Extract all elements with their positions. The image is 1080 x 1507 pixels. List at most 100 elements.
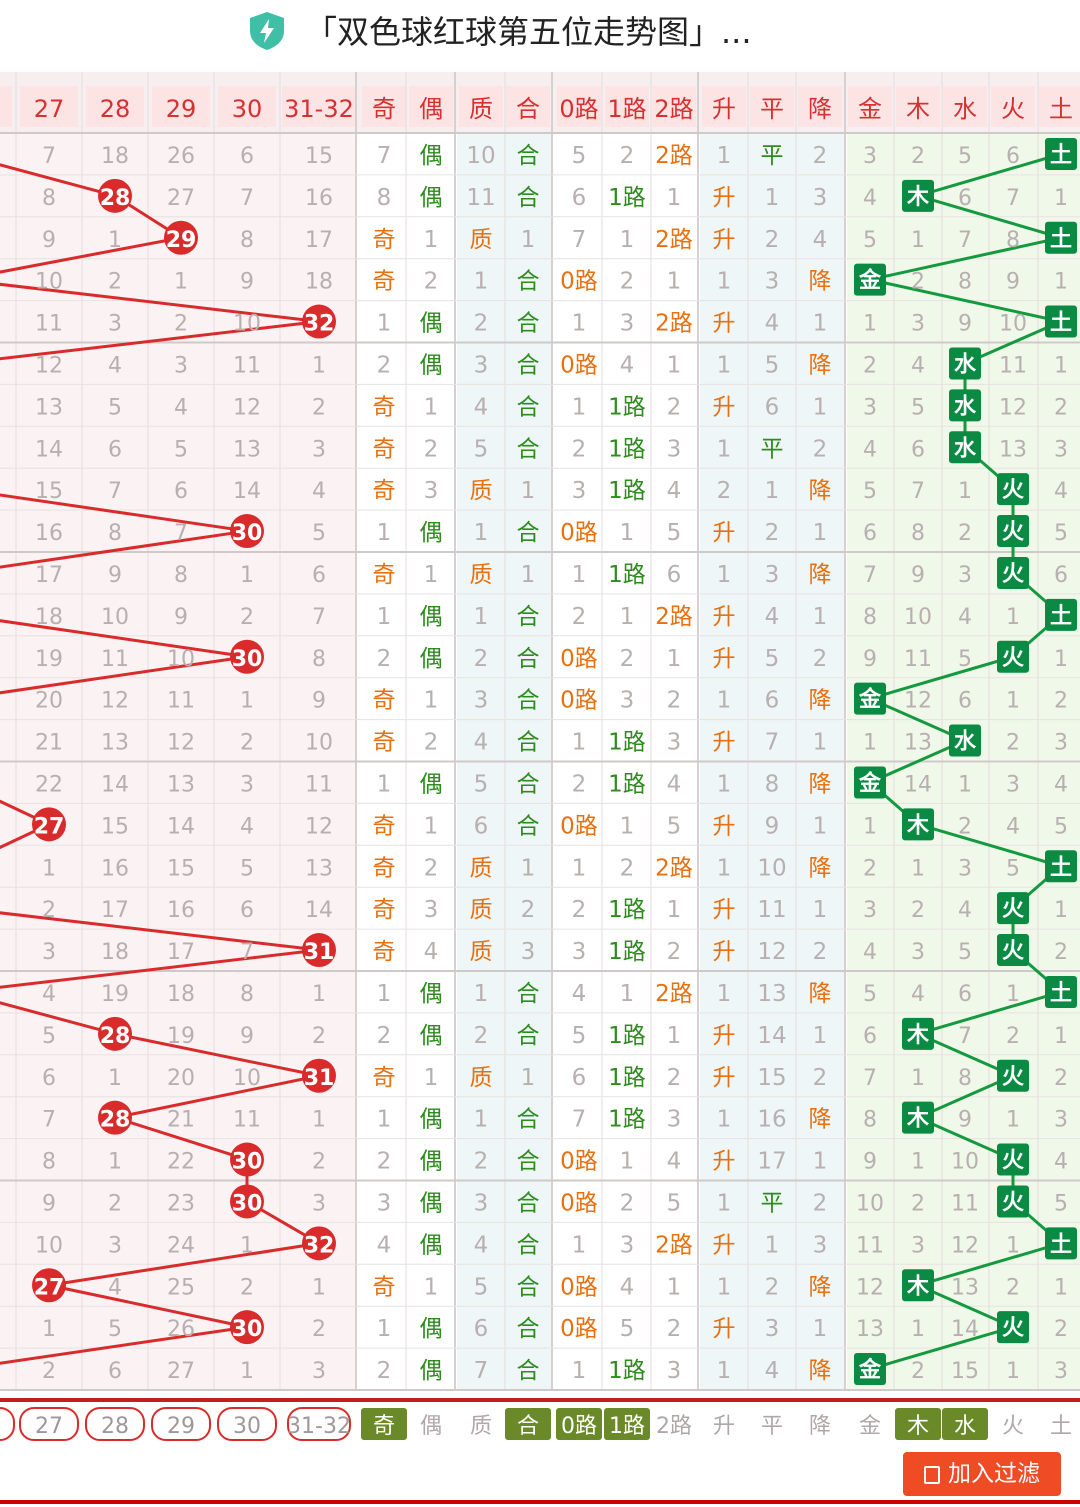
- filter-add-icon: [924, 1466, 940, 1484]
- miss-count: 18: [101, 144, 129, 169]
- trend-cell: 1: [717, 1107, 732, 1133]
- miss-count: 3: [312, 1191, 326, 1216]
- miss-count: 8: [174, 563, 188, 588]
- footer-filter-label: 土: [1050, 1414, 1072, 1439]
- odd-even-cell: 奇: [373, 436, 396, 462]
- red-ball: [230, 514, 264, 549]
- red-ball: [302, 304, 336, 339]
- odd-even-cell: 偶: [420, 143, 443, 169]
- road-cell: 3: [620, 311, 635, 337]
- trend-cell: 1: [813, 1149, 828, 1175]
- five-element-miss: 3: [911, 312, 925, 337]
- header-label-jo: 奇: [372, 95, 396, 123]
- five-element-miss: 2: [911, 1191, 925, 1216]
- road-cell: 1: [620, 520, 635, 546]
- road-cell: 4: [620, 1274, 635, 1300]
- five-element-label: 土: [1050, 143, 1072, 168]
- road-cell: 1路: [608, 1065, 646, 1091]
- prime-composite-cell: 2: [474, 311, 489, 337]
- trend-cell: 降: [809, 981, 832, 1007]
- miss-count: 16: [305, 186, 333, 211]
- header-label-num: 28: [100, 95, 131, 123]
- five-element-miss: 5: [1054, 521, 1068, 546]
- trend-cell: 升: [713, 1232, 736, 1258]
- road-cell: 6: [667, 562, 682, 588]
- trend-cell: 升: [713, 1065, 736, 1091]
- five-element-miss: 12: [856, 1275, 884, 1300]
- odd-even-cell: 奇: [373, 939, 396, 965]
- header-label-road: 2路: [654, 95, 693, 123]
- prime-composite-cell: 合: [517, 269, 540, 295]
- five-element-miss: 9: [911, 563, 925, 588]
- five-element-miss: 5: [911, 395, 925, 420]
- five-element-miss: 3: [958, 563, 972, 588]
- miss-count: 1: [108, 1150, 122, 1175]
- trend-cell: 降: [809, 1358, 832, 1384]
- prime-composite-cell: 质: [470, 897, 493, 923]
- header-cell-bg: [605, 86, 649, 127]
- five-element-box: [1045, 137, 1077, 170]
- red-ball: [230, 1184, 264, 1219]
- miss-count: 17: [101, 898, 129, 923]
- road-cell: 2: [667, 1065, 682, 1091]
- five-element-box: [902, 1101, 934, 1134]
- add-filter-button[interactable]: 加入过滤: [903, 1452, 1061, 1496]
- miss-count: 19: [167, 1024, 195, 1049]
- header-cell-bg: [86, 86, 144, 127]
- miss-count: 27: [167, 186, 195, 211]
- odd-even-cell: 2: [424, 436, 439, 462]
- miss-count: 9: [42, 228, 56, 253]
- trend-cell: 8: [765, 771, 780, 797]
- road-cell: 1路: [608, 939, 646, 965]
- red-ball: [98, 1016, 132, 1051]
- road-cell: 0路: [560, 646, 598, 672]
- trend-cell: 1: [717, 688, 732, 714]
- five-element-miss: 4: [911, 982, 925, 1007]
- footer-number-label: 28: [101, 1414, 129, 1439]
- prime-composite-cell: 质: [470, 855, 493, 881]
- miss-count: 14: [305, 898, 333, 923]
- five-element-miss: 8: [958, 1066, 972, 1091]
- five-element-miss: 6: [958, 186, 972, 211]
- five-element-miss: 8: [863, 1108, 877, 1133]
- road-cell: 2路: [655, 855, 693, 881]
- five-element-box: [997, 640, 1029, 673]
- prime-composite-cell: 合: [517, 1358, 540, 1384]
- miss-count: 1: [174, 270, 188, 295]
- five-element-miss: 9: [958, 312, 972, 337]
- miss-count: 1: [108, 228, 122, 253]
- miss-count: 17: [167, 940, 195, 965]
- miss-count: 2: [42, 898, 56, 923]
- footer-divider: [0, 1398, 1080, 1402]
- miss-count: 11: [101, 647, 129, 672]
- five-element-miss: 2: [958, 521, 972, 546]
- miss-count: 6: [42, 1066, 56, 1091]
- miss-count: 4: [240, 814, 254, 839]
- odd-even-cell: 奇: [373, 1065, 396, 1091]
- odd-even-cell: 偶: [420, 646, 443, 672]
- odd-even-cell: 奇: [373, 855, 396, 881]
- road-cell: 1: [620, 1149, 635, 1175]
- header-cell-bg: [943, 86, 987, 127]
- miss-count: 16: [101, 856, 129, 881]
- trend-cell: 降: [809, 562, 832, 588]
- five-element-label: 水: [954, 394, 977, 419]
- prime-composite-cell: 合: [517, 813, 540, 839]
- shield-bolt-icon: [250, 12, 284, 50]
- five-element-label: 火: [1002, 520, 1024, 545]
- trend-cell: 3: [765, 269, 780, 295]
- five-element-miss: 12: [904, 689, 932, 714]
- prime-composite-cell: 合: [517, 1232, 540, 1258]
- odd-even-cell: 偶: [420, 352, 443, 378]
- five-element-miss: 8: [958, 270, 972, 295]
- five-element-miss: 2: [911, 144, 925, 169]
- road-cell: 1路: [608, 897, 646, 923]
- header-cell-bg: [798, 86, 842, 127]
- road-cell: 2: [620, 269, 635, 295]
- trend-cell: 1: [813, 813, 828, 839]
- road-cell: 1路: [608, 436, 646, 462]
- footer-filter-label: 2路: [656, 1414, 692, 1439]
- miss-count: 7: [174, 521, 188, 546]
- trend-cell: 1: [717, 981, 732, 1007]
